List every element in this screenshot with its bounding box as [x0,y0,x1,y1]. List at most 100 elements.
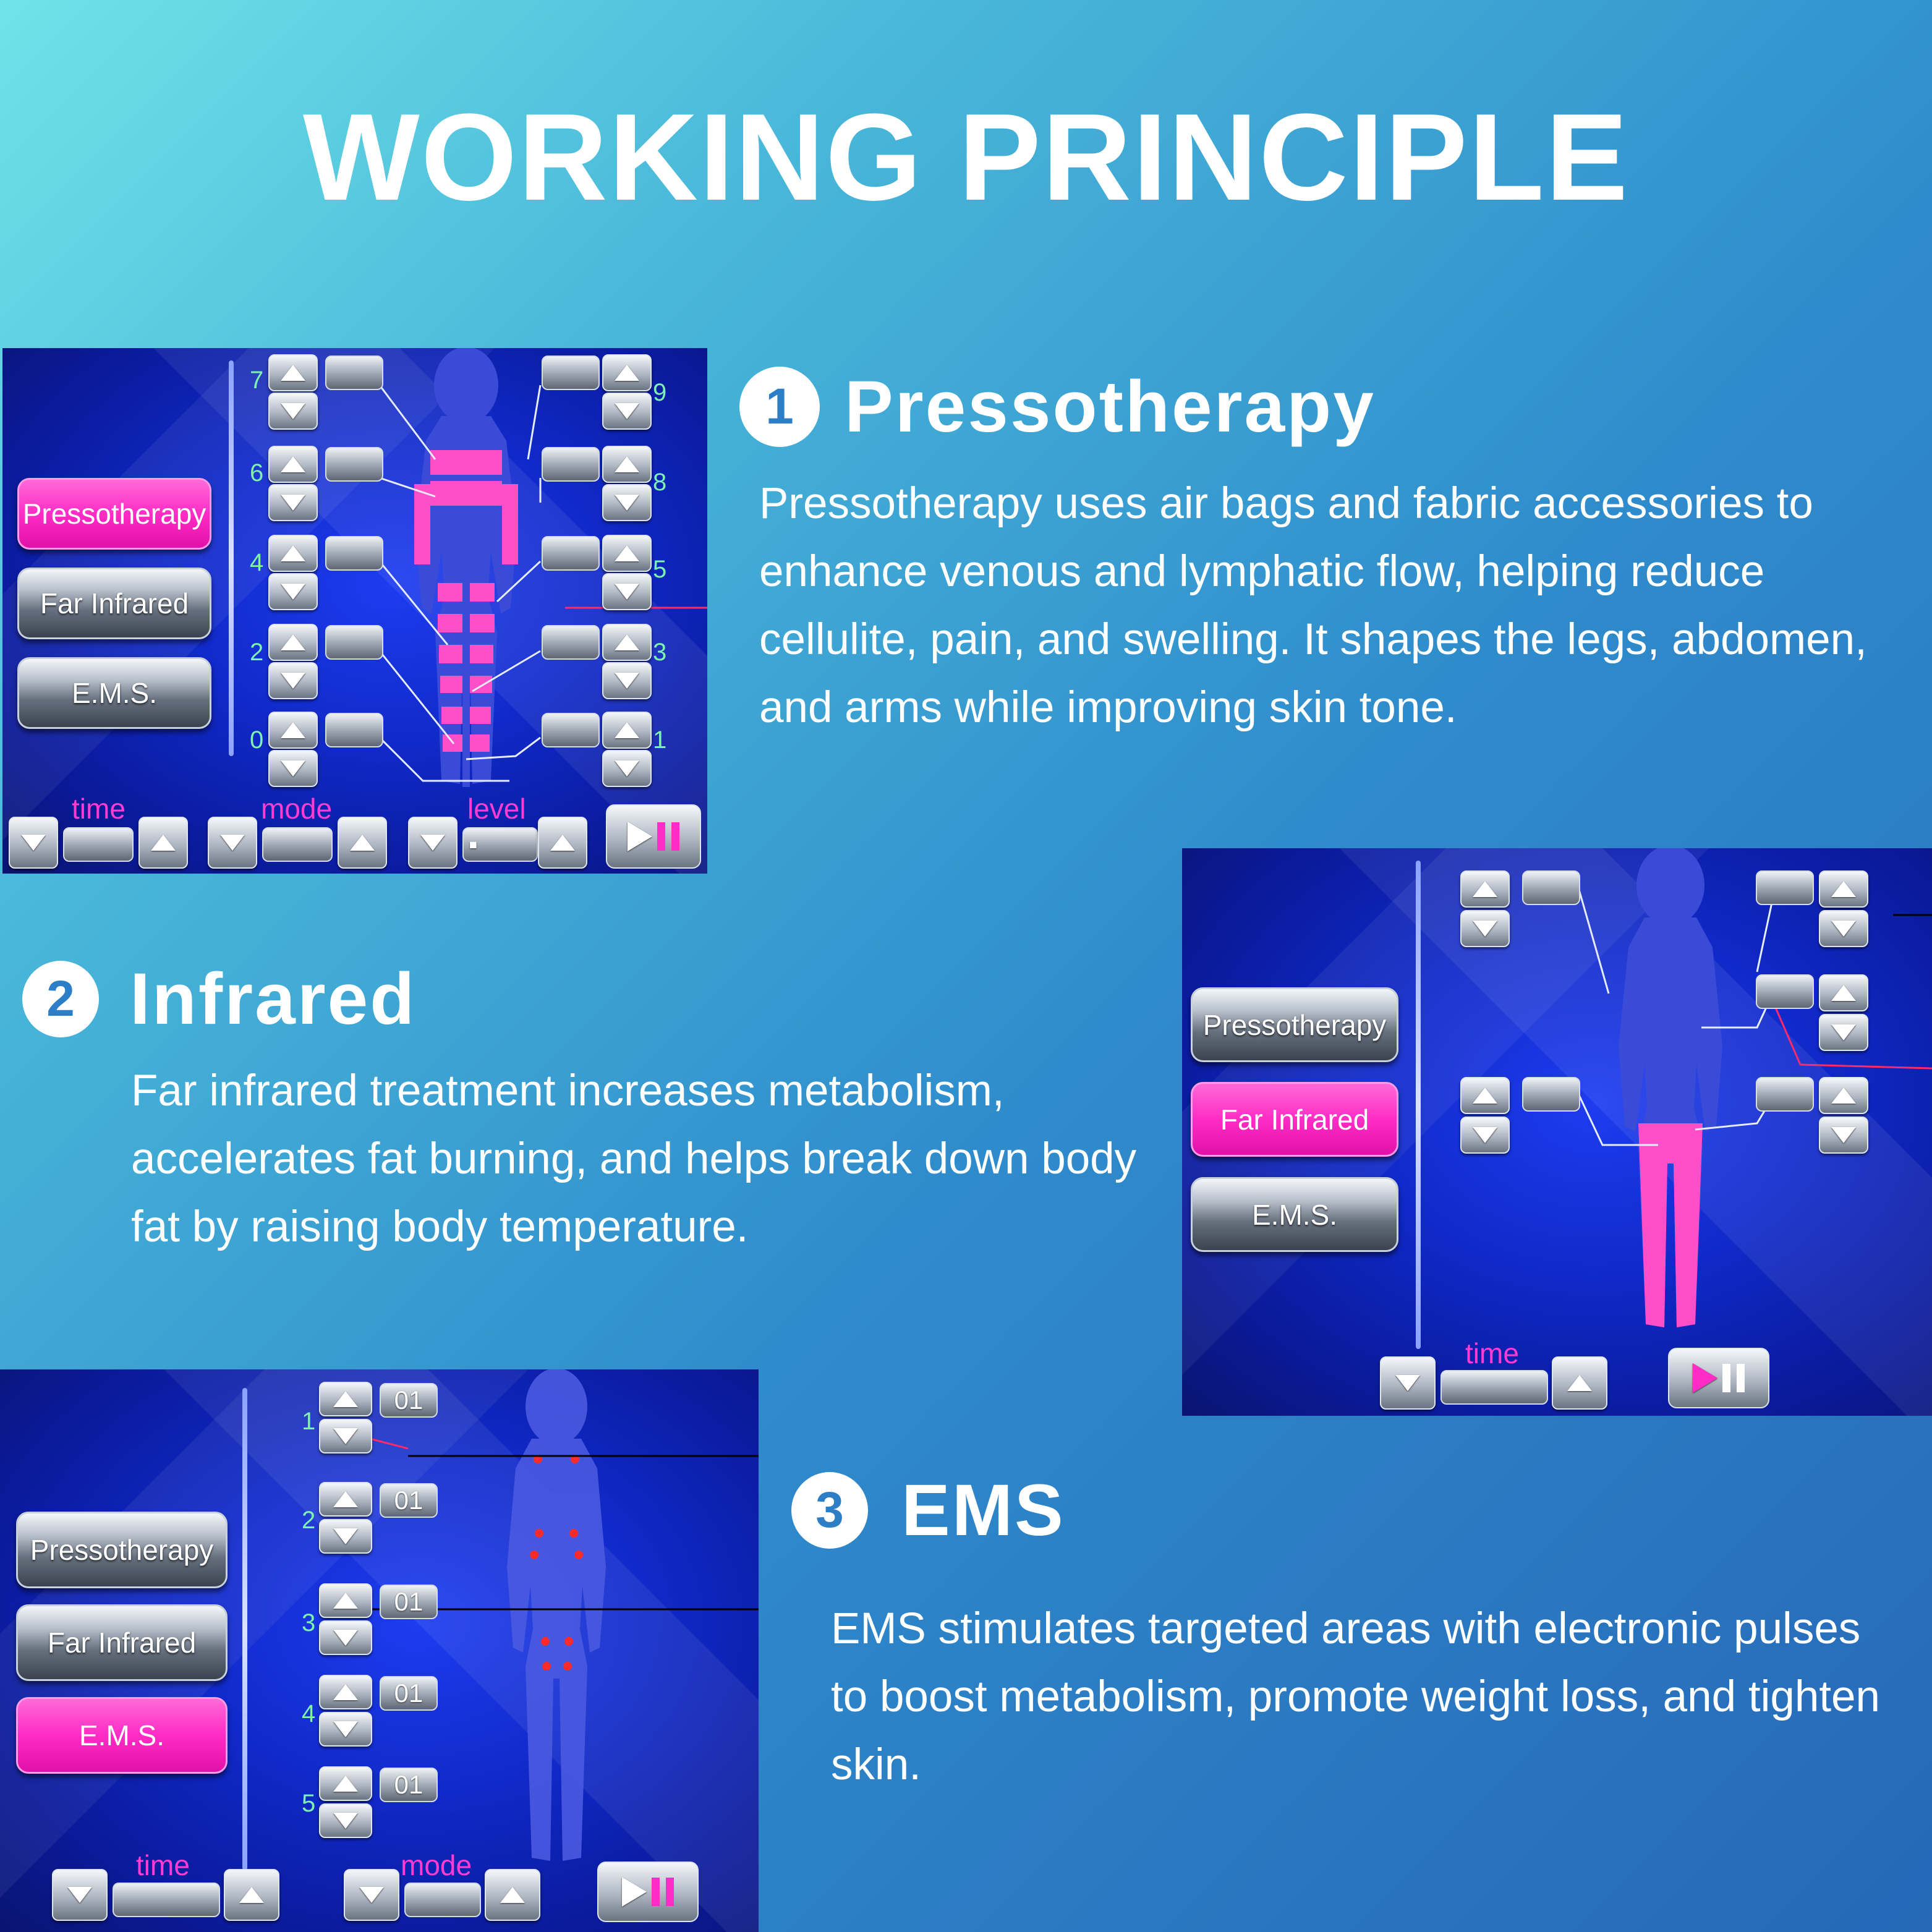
zone-down-button[interactable] [268,573,318,610]
arrow-down-icon [333,1813,358,1829]
zone-label: 4 [250,549,264,576]
zone-up-button[interactable] [268,535,318,572]
arrow-up-icon [333,1593,358,1609]
section-ems-header: 3 EMS [791,1468,1065,1552]
menu-far-infrared-button[interactable]: Far Infrared [1191,1082,1398,1157]
zone-down-button[interactable] [268,484,318,521]
time-label: time [1465,1337,1519,1369]
mode-value [262,827,333,862]
zone-value [1756,1077,1814,1112]
arrow-up-icon [239,1887,264,1903]
zone-down-button[interactable] [1819,1014,1868,1051]
ems-zone-down-button[interactable] [319,1620,372,1655]
arrow-down-icon [420,835,445,851]
zone-label: 2 [302,1507,316,1534]
zone-down-button[interactable] [268,393,318,430]
section-title: Infrared [130,958,417,1040]
zone-up-button[interactable] [268,712,318,749]
menu-far-infrared-button[interactable]: Far Infrared [17,568,211,639]
zone-down-button[interactable] [1460,910,1510,947]
body-figure [507,1369,606,1861]
zone-down-button[interactable] [602,484,652,521]
arrow-down-icon [1831,921,1856,937]
ems-zone-down-button[interactable] [319,1712,372,1747]
mode-down-button[interactable] [344,1869,399,1921]
arrow-up-icon [1473,1087,1497,1104]
mode-up-button[interactable] [485,1869,540,1921]
zone-down-button[interactable] [1819,910,1868,947]
ems-zone-up-button[interactable] [319,1583,372,1618]
zone-up-button[interactable] [602,446,652,483]
zone-up-button[interactable] [268,354,318,391]
time-value [113,1883,220,1917]
arrow-up-icon [1473,881,1497,897]
zone-down-button[interactable] [268,662,318,699]
ems-screen: Pressotherapy Far Infrared E.M.S. 1 01 2… [0,1369,759,1932]
level-down-button[interactable] [408,817,457,869]
time-up-button[interactable] [138,817,188,869]
play-pause-button[interactable] [606,804,701,869]
menu-pressotherapy-button[interactable]: Pressotherapy [1191,987,1398,1062]
mode-up-button[interactable] [338,817,387,869]
level-up-button[interactable] [538,817,587,869]
zone-down-button[interactable] [1460,1117,1510,1154]
arrow-up-icon [333,1684,358,1700]
zone-up-button[interactable] [1819,870,1868,908]
zone-label: 5 [653,556,667,583]
zone-up-button[interactable] [1460,1077,1510,1114]
zone-label: 1 [302,1408,316,1435]
ems-zone-up-button[interactable] [319,1766,372,1801]
zone-down-button[interactable] [602,662,652,699]
menu-pressotherapy-button[interactable]: Pressotherapy [16,1512,228,1588]
arrow-down-icon [333,1721,358,1737]
section-title: Pressotherapy [845,366,1376,448]
zone-label: 4 [302,1700,316,1727]
menu-ems-button[interactable]: E.M.S. [1191,1177,1398,1252]
play-pause-button[interactable] [1668,1348,1769,1408]
section-number: 2 [22,961,99,1037]
ems-zone-up-button[interactable] [319,1675,372,1709]
zone-up-button[interactable] [1819,1077,1868,1114]
zone-label: 7 [250,367,264,394]
zone-label: 3 [302,1609,316,1636]
menu-far-infrared-button[interactable]: Far Infrared [16,1604,228,1681]
zone-down-button[interactable] [1819,1117,1868,1154]
arrow-up-icon [615,545,639,561]
menu-ems-button[interactable]: E.M.S. [16,1697,228,1774]
zone-up-button[interactable] [268,446,318,483]
time-up-button[interactable] [1552,1356,1607,1410]
arrow-down-icon [281,403,305,419]
ems-zone-up-button[interactable] [319,1382,372,1416]
zone-up-button[interactable] [602,624,652,661]
zone-up-button[interactable] [1460,870,1510,908]
time-up-button[interactable] [224,1869,279,1921]
time-down-button[interactable] [9,817,58,869]
zone-down-button[interactable] [602,393,652,430]
arrow-up-icon [615,634,639,650]
ems-zone-down-button[interactable] [319,1519,372,1554]
zone-up-button[interactable] [602,354,652,391]
time-down-button[interactable] [1380,1356,1436,1410]
ems-zone-down-button[interactable] [319,1803,372,1838]
zone-up-button[interactable] [1819,974,1868,1011]
mode-down-button[interactable] [208,817,257,869]
zone-up-button[interactable] [602,535,652,572]
arrow-down-icon [333,1428,358,1444]
zone-up-button[interactable] [268,624,318,661]
zone-down-button[interactable] [268,750,318,787]
ems-zone-up-button[interactable] [319,1482,372,1517]
menu-ems-button[interactable]: E.M.S. [17,657,211,729]
arrow-up-icon [1831,881,1856,897]
arrow-up-icon [281,634,305,650]
zone-down-button[interactable] [602,750,652,787]
zone-up-button[interactable] [602,712,652,749]
section-number: 1 [739,367,820,447]
ems-zone-down-button[interactable] [319,1419,372,1453]
time-down-button[interactable] [52,1869,108,1921]
play-pause-button[interactable] [597,1862,699,1922]
arrow-up-icon [333,1391,358,1407]
section-description: EMS stimulates targeted areas with elect… [831,1604,1881,1789]
arrow-up-icon [281,722,305,738]
menu-pressotherapy-button[interactable]: Pressotherapy [17,478,211,550]
zone-down-button[interactable] [602,573,652,610]
